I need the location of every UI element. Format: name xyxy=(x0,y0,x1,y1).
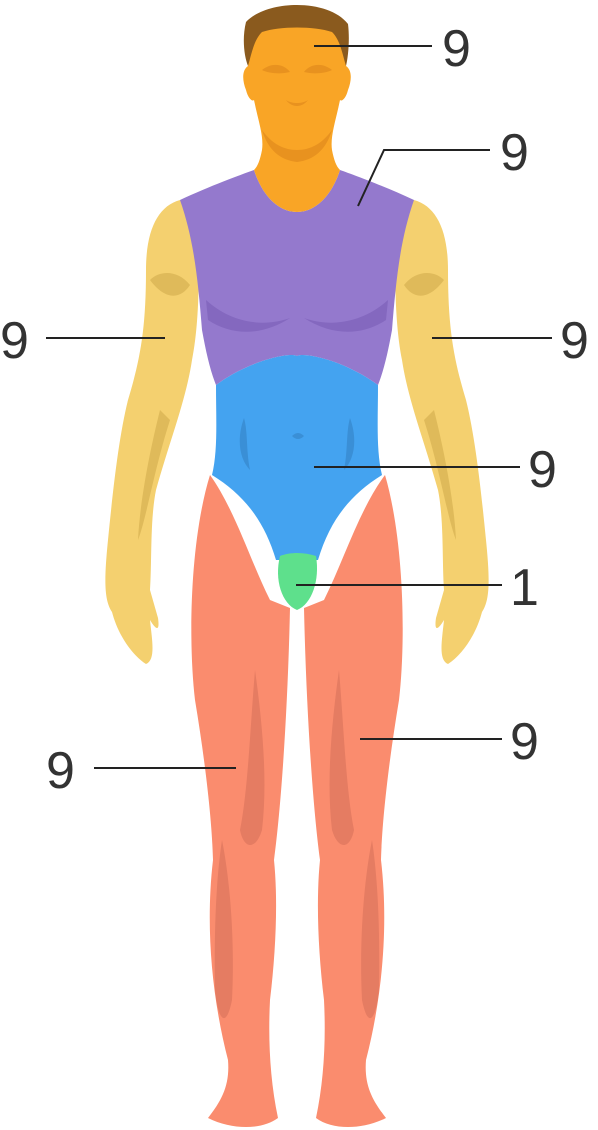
left-leg-label: 9 xyxy=(46,742,75,800)
arms-region xyxy=(105,200,489,664)
left-leg-shading xyxy=(214,670,265,1019)
right-arm-label: 9 xyxy=(0,312,29,370)
hair-shape xyxy=(243,5,349,66)
right-arm-shading xyxy=(138,273,190,540)
abdomen-shape xyxy=(212,355,382,560)
right-leg-shading xyxy=(329,670,380,1019)
abdomen-region xyxy=(212,355,382,560)
right-leg-label: 9 xyxy=(510,713,539,771)
genitals-label: 1 xyxy=(510,559,539,617)
left-arm-shape xyxy=(395,200,489,664)
left-arm-label: 9 xyxy=(560,312,589,370)
left-leg-shape xyxy=(191,475,290,1127)
right-arm-shape xyxy=(105,200,199,664)
legs-region xyxy=(191,475,403,1127)
chest-back-label: 9 xyxy=(500,124,529,182)
right-leg-shape xyxy=(304,475,403,1127)
leader-lines xyxy=(46,45,552,769)
chest-region xyxy=(180,170,414,385)
head-region xyxy=(243,5,351,212)
chest-shading xyxy=(206,300,388,332)
chest-back-leader xyxy=(357,149,490,207)
abdomen-label: 9 xyxy=(528,441,557,499)
head-neck-label: 9 xyxy=(442,20,471,78)
left-arm-shading xyxy=(404,273,456,540)
region-labels: 9 9 9 9 9 1 9 9 xyxy=(0,20,589,800)
genitals-shape xyxy=(277,553,318,610)
